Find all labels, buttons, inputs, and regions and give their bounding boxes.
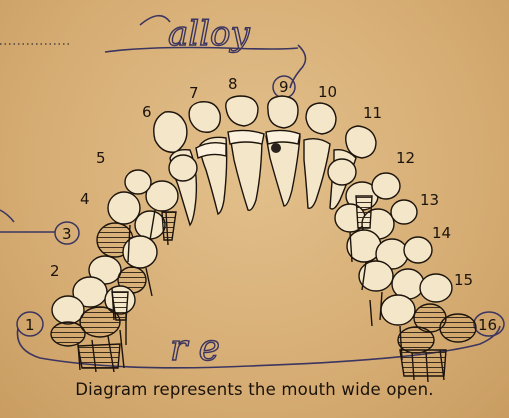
tooth-9-crown [268,96,298,128]
tooth-number-4: 4 [80,190,90,208]
tooth-7-crown [189,102,220,133]
tooth-number-6: 6 [142,103,152,121]
tooth-number-9: 9 [279,78,289,96]
tooth-number-10: 10 [318,83,337,101]
tooth-number-11: 11 [363,104,382,122]
tooth-8-crown [226,96,258,126]
tooth-number-7: 7 [189,84,199,102]
tooth-number-15: 15 [454,271,473,289]
bottom-note: r e [170,328,220,369]
tooth-number-8: 8 [228,75,238,93]
tooth-number-16: 16 [478,316,497,334]
tooth-10-crown [306,103,336,134]
tooth-number-1: 1 [25,316,35,334]
tooth-6-crown [154,112,187,152]
tooth-number-13: 13 [420,191,439,209]
diagram-caption: Diagram represents the mouth wide open. [0,380,509,399]
alloy-annotation: alloy [105,14,306,88]
tooth-number-3: 3 [62,225,72,243]
tooth-number-2: 2 [50,262,60,280]
tooth-number-14: 14 [432,224,451,242]
tooth-number-12: 12 [396,149,415,167]
tooth-number-5: 5 [96,149,106,167]
